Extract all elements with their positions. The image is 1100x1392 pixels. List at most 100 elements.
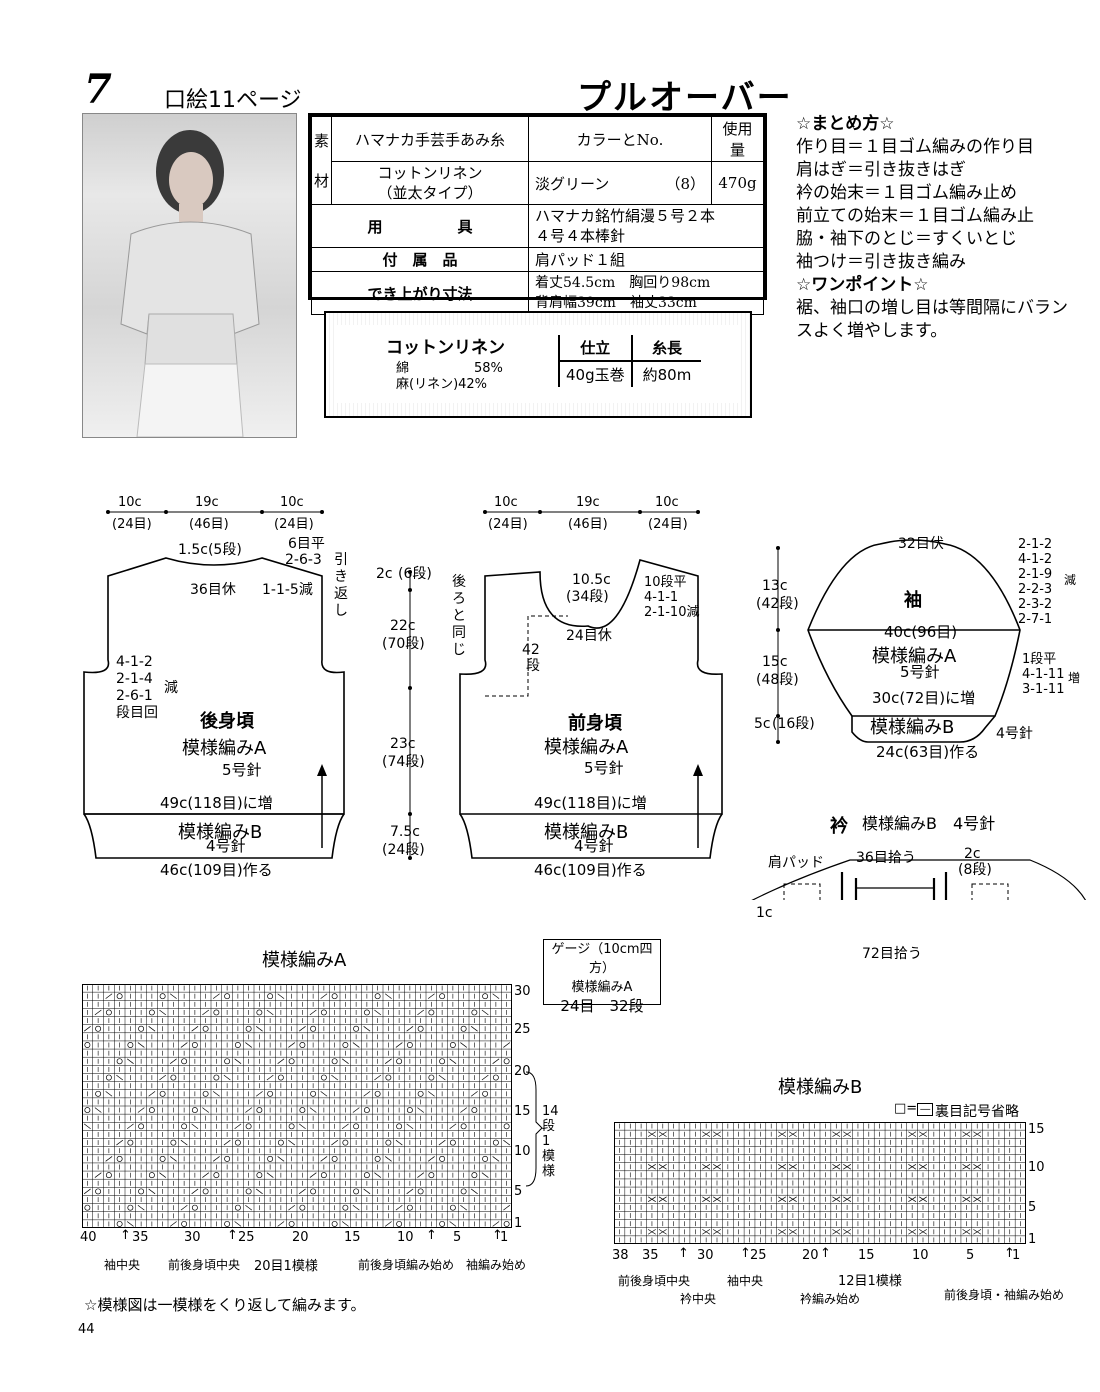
yarn-info-comp-2: 麻(リネン)42% xyxy=(396,377,488,392)
collar-pattern: 模様編みB 4号針 xyxy=(862,814,996,833)
chart-a-row-label: 15 xyxy=(514,1104,531,1119)
back-width-right: 10c xyxy=(280,495,304,510)
sleeve-inc-mark: 増 xyxy=(1068,671,1081,685)
chart-a-row-label: 25 xyxy=(514,1022,531,1037)
dim-7-5c: 7.5c xyxy=(390,824,420,840)
onepoint-line: スよく増やします。 xyxy=(796,321,948,341)
chart-a-row-label: 10 xyxy=(514,1144,531,1159)
spec-tools-label: 用 具 xyxy=(310,204,530,248)
dim-23c: 23c xyxy=(390,736,416,752)
front-rib-outline xyxy=(459,813,723,859)
chart-b-mark-4: 衿編み始め xyxy=(800,1292,861,1306)
sleeve-needle: 5号針 xyxy=(900,663,940,681)
chart-b-col-label: 25 xyxy=(750,1248,767,1263)
chart-b-repeat: 12目1模様 xyxy=(838,1274,902,1289)
sleeve-rib-outline xyxy=(851,715,996,743)
arrow-up-icon: ↑ xyxy=(820,1246,831,1261)
onepoint-heading: ☆ワンポイント☆ xyxy=(796,275,929,295)
back-width-mid-sts: (46目) xyxy=(189,517,229,532)
chart-a-repeat-bracket xyxy=(525,1071,543,1187)
back-rib: 模様編みB xyxy=(178,822,263,843)
back-shoulder-3: 引き返し xyxy=(334,552,348,619)
sleeve-body-h-rows: (48段) xyxy=(756,672,799,688)
spec-color-no: （8） xyxy=(665,174,706,193)
sleeve-inc-3: 3-1-11 xyxy=(1022,682,1065,697)
chart-a-row-label: 1 xyxy=(514,1216,523,1231)
spec-side-2: 材 xyxy=(314,171,330,190)
sleeve-cap-h-rows: (42段) xyxy=(756,596,799,612)
sleeve-outline xyxy=(807,539,1021,717)
back-shoulder-1: 6目平 xyxy=(288,536,325,552)
front-width-mid: 19c xyxy=(576,495,600,510)
sleeve-inc-2: 4-1-11 xyxy=(1022,667,1065,682)
yarn-info-val-1: 40g玉巻 xyxy=(558,361,632,387)
back-arm-dec: 減 xyxy=(164,680,178,696)
chart-b-col-label: 1 xyxy=(1012,1248,1021,1263)
front-width-right-sts: (24目) xyxy=(648,517,688,532)
back-arm-3: 2-6-1 xyxy=(116,688,153,704)
front-body-outline xyxy=(459,559,723,815)
back-rib-needle: 4号針 xyxy=(206,837,246,855)
sleeve-cap-5: 2-3-2 xyxy=(1018,597,1053,612)
chart-b-row-label: 5 xyxy=(1028,1200,1037,1215)
chart-b-col-label: 15 xyxy=(858,1248,875,1263)
yarn-info-comp-1: 綿 58% xyxy=(396,361,503,376)
back-neck-dec: 1-1-5減 xyxy=(262,582,313,598)
sleeve-body-h: 15c xyxy=(762,654,788,670)
front-piece-name: 前身頃 xyxy=(568,713,622,734)
spec-amount: 470g xyxy=(711,161,764,205)
dim-74rows: (74段) xyxy=(382,754,425,770)
page-number: 44 xyxy=(78,1322,95,1337)
yarn-info-table: 仕立 糸長 40g玉巻 約80m xyxy=(558,335,702,387)
gauge-values: 24目 32段 xyxy=(560,997,644,1015)
spec-col-amount: 使用量 xyxy=(711,116,764,162)
back-cast: 46c(109目)作る xyxy=(160,861,273,879)
sleeve-pattern: 模様編みA xyxy=(872,646,957,667)
notes-heading: ☆まとめ方☆ xyxy=(796,114,895,134)
spec-color: 淡グリーン xyxy=(535,174,610,193)
chart-a-title: 模様編みA xyxy=(262,950,347,971)
spec-col-yarn: ハマナカ手芸手あみ糸 xyxy=(331,116,530,162)
back-arm-1: 4-1-2 xyxy=(116,654,153,670)
back-inc: 49c(118目)に増 xyxy=(160,794,273,812)
collar-pad: 肩パッド xyxy=(768,855,824,871)
back-width-right-sts: (24目) xyxy=(274,517,314,532)
front-rib-needle: 4号針 xyxy=(574,837,614,855)
shoulder-pad-right xyxy=(971,883,1009,900)
back-width-left-sts: (24目) xyxy=(112,517,152,532)
yarn-info-col-2: 糸長 xyxy=(630,335,702,362)
gauge-box: ゲージ（10cm四方） 模様編みA 24目 32段 xyxy=(543,939,661,1015)
back-rib-outline xyxy=(83,813,345,859)
chart-a-col-label: 10 xyxy=(397,1230,414,1245)
chart-a-row-label: 5 xyxy=(514,1184,523,1199)
arrow-up-icon: ↑ xyxy=(678,1246,689,1261)
dim-2c: 2c xyxy=(376,566,393,582)
chart-b-title: 模様編みB xyxy=(778,1077,863,1098)
gauge-pattern: 模様編みA xyxy=(571,980,633,995)
collar-opening xyxy=(840,872,948,900)
notes-line: 袖つけ＝引き抜き編み xyxy=(796,252,966,272)
chart-a-col-label: 1 xyxy=(500,1230,509,1245)
back-body-outline xyxy=(83,557,345,815)
chart-a-mark-1: 袖中央 xyxy=(104,1258,141,1272)
chart-a-repeat-rows: 14段1模様 xyxy=(542,1104,559,1179)
spec-size-1: 着丈54.5cm 胸回り98cm xyxy=(535,275,711,291)
front-rows-42: 42 xyxy=(522,642,540,658)
spec-col-color: カラーとNo. xyxy=(528,116,713,162)
front-cast: 46c(109目)作る xyxy=(534,861,647,879)
back-arm-2: 2-1-4 xyxy=(116,671,153,687)
chart-b-mark-2: 袖中央 xyxy=(727,1274,764,1288)
front-neck-dashed xyxy=(485,615,568,697)
gauge-title: ゲージ（10cm四方） xyxy=(551,942,653,976)
chart-a-col-label: 20 xyxy=(292,1230,309,1245)
spec-yarn-type: （並太タイプ） xyxy=(377,184,483,202)
schematic-drawings xyxy=(83,510,1086,900)
back-pattern: 模様編みA xyxy=(182,738,267,759)
spec-accessory-label: 付 属 品 xyxy=(310,247,530,272)
sleeve-inc-1: 1段平 xyxy=(1022,652,1057,667)
front-neck-rest: 24目休 xyxy=(566,628,612,644)
front-neck-depth: 10.5c xyxy=(572,572,611,588)
sleeve-rib-h-rows: (16段) xyxy=(772,716,815,732)
chart-a-row-label: 20 xyxy=(514,1064,531,1079)
sleeve-rib-inc: 30c(72目)に増 xyxy=(872,689,976,707)
